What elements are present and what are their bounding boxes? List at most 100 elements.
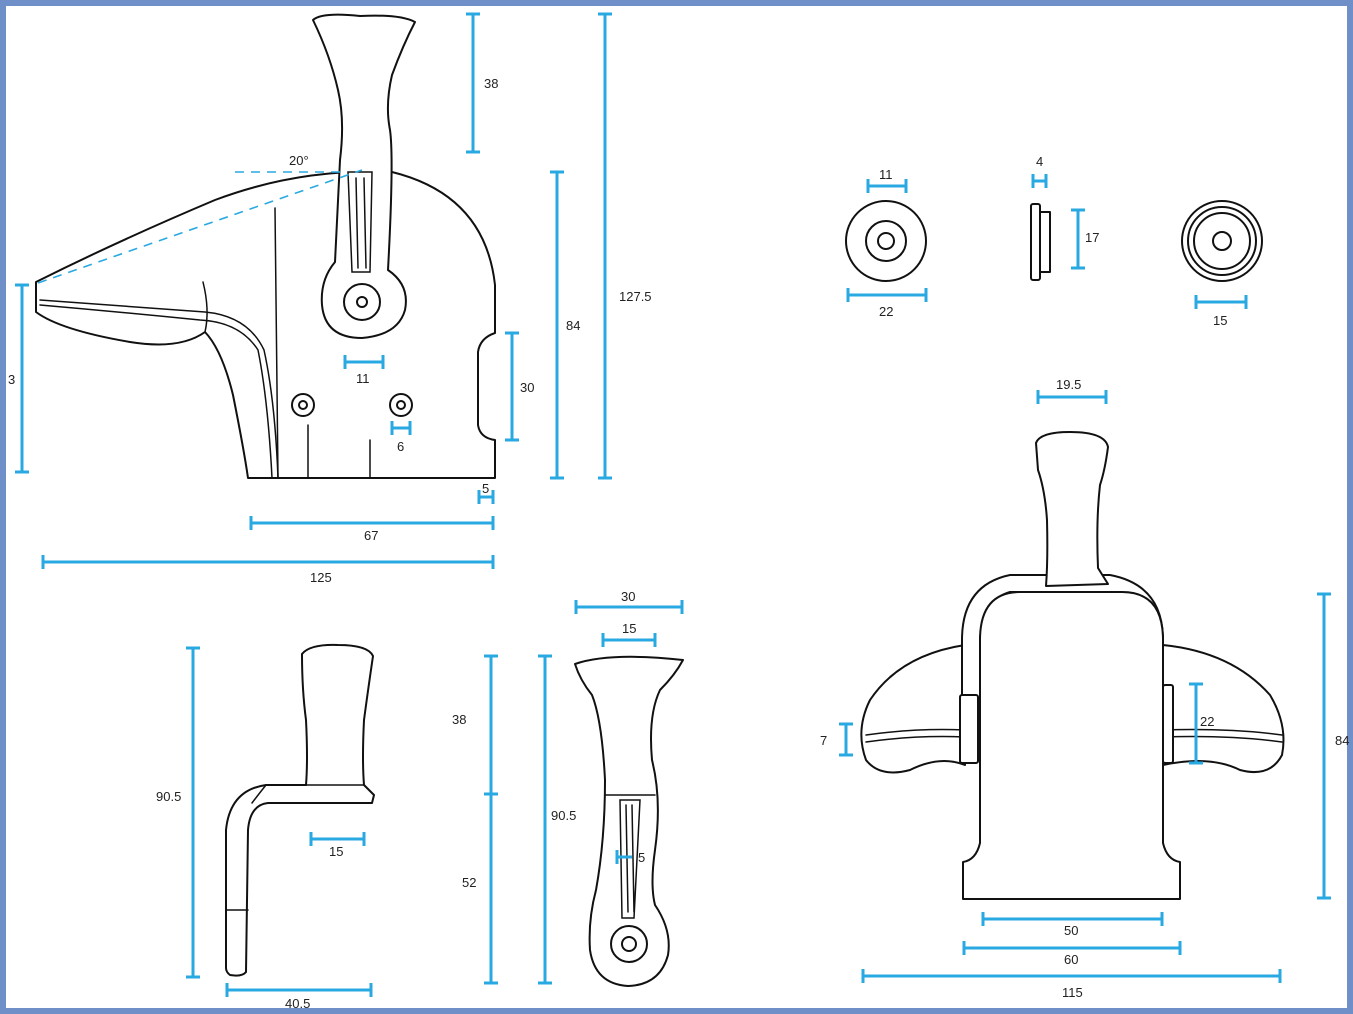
label-wing-thickness: 7 — [820, 733, 827, 748]
cap-hole — [1212, 231, 1232, 251]
label-inner-base: 50 — [1064, 923, 1078, 938]
front-wing-left — [860, 644, 966, 774]
dim-lever-slot-width — [615, 850, 632, 864]
dim-lever-neck-width — [601, 633, 657, 647]
dim-front-total-height — [1317, 592, 1331, 900]
dim-lever-reach — [225, 983, 373, 997]
housing-outline — [35, 170, 496, 479]
small-parts-view: 11 22 4 17 15 — [845, 154, 1263, 328]
lever-front-outline — [574, 655, 684, 987]
label-lever-height-side: 90.5 — [156, 789, 181, 804]
housing-inner-edge-2 — [39, 299, 279, 479]
label-lever-total-height: 90.5 — [551, 808, 576, 823]
lever-front-view: 30 15 38 52 90.5 5 — [452, 589, 684, 987]
spacer-plate — [1030, 203, 1041, 281]
label-front-total-width: 115 — [1062, 985, 1083, 1000]
dim-recess-height — [505, 331, 519, 442]
label-front-total-height: 84 — [1335, 733, 1349, 748]
housing-fold — [202, 281, 208, 333]
label-front-height: 3 — [8, 372, 15, 387]
housing-section-line — [274, 207, 279, 479]
spacer-boss — [1039, 211, 1051, 273]
front-body — [962, 591, 1181, 900]
label-cap-width: 15 — [1213, 313, 1227, 328]
label-side-height: 22 — [1200, 714, 1214, 729]
label-lever-slot-width: 5 — [638, 850, 645, 865]
lever-slot — [347, 171, 373, 273]
dim-handle-width — [1036, 390, 1108, 404]
label-hole-width: 6 — [397, 439, 404, 454]
dim-lever-height — [466, 12, 480, 154]
dim-outer-base — [962, 941, 1182, 955]
label-lever-reach: 40.5 — [285, 996, 310, 1011]
label-base-step: 5 — [482, 481, 489, 496]
wing-left-edge-2 — [865, 735, 966, 743]
lever-side-view: 90.5 15 40.5 — [156, 643, 375, 1011]
pivot-hole — [356, 296, 368, 308]
dim-pivot-width — [343, 355, 385, 369]
lever-bend-line — [251, 784, 267, 804]
dim-hole-width — [390, 421, 412, 435]
side-view: 38 127.5 84 30 20° 3 11 6 5 67 125 — [8, 12, 652, 585]
wing-right-edge-2 — [1162, 735, 1283, 743]
front-side-plate-right — [1162, 684, 1174, 764]
bent-lever-outline — [225, 643, 375, 977]
label-pivot-width: 11 — [356, 371, 370, 386]
mount-hole-left-inner — [298, 400, 308, 410]
label-total-length: 125 — [310, 570, 332, 585]
dim-front-height — [15, 283, 29, 474]
lever-front-pivot-hole — [621, 936, 637, 952]
label-washer-outer: 22 — [879, 304, 893, 319]
label-base-width: 67 — [364, 528, 378, 543]
dim-total-length — [41, 555, 495, 569]
dim-washer-inner — [866, 179, 908, 193]
dim-side-height — [1189, 682, 1203, 765]
label-lever-height: 38 — [484, 76, 498, 91]
wing-right-edge — [1162, 728, 1283, 736]
side-lever — [312, 13, 416, 339]
label-lever-top-width: 30 — [621, 589, 635, 604]
dim-front-total-width — [861, 969, 1282, 983]
front-view: 19.5 7 22 84 50 60 115 — [820, 377, 1349, 1000]
label-handle-width: 19.5 — [1056, 377, 1081, 392]
dim-inner-base — [981, 912, 1164, 926]
dim-wing-thickness — [839, 722, 853, 757]
label-lever-lower-height: 52 — [462, 875, 476, 890]
label-total-height: 127.5 — [619, 289, 652, 304]
label-recess-height: 30 — [520, 380, 534, 395]
label-spacer-thickness: 4 — [1036, 154, 1043, 169]
label-lever-neck-width: 15 — [622, 621, 636, 636]
lever-slot-inner — [355, 177, 367, 269]
dim-lever-arm-width — [309, 832, 366, 846]
label-body-height: 84 — [566, 318, 580, 333]
front-wing-right — [1162, 644, 1285, 774]
dim-total-height — [598, 12, 612, 480]
dim-lever-total-height — [538, 654, 552, 985]
dim-lever-section-heights — [484, 654, 498, 985]
label-spacer-height: 17 — [1085, 230, 1099, 245]
dim-base-step — [477, 490, 495, 504]
label-lever-upper-height: 38 — [452, 712, 466, 727]
front-handle — [1035, 431, 1109, 587]
mount-hole-right-inner — [396, 400, 406, 410]
wing-left-edge — [865, 728, 966, 736]
label-outer-base: 60 — [1064, 952, 1078, 967]
front-side-plate-left — [959, 694, 979, 764]
label-lever-arm-width: 15 — [329, 844, 343, 859]
dim-cap-width — [1194, 295, 1248, 309]
dim-body-height — [550, 170, 564, 480]
dim-lever-top-width — [574, 600, 684, 614]
washer-hole — [877, 232, 895, 250]
dim-spacer-thickness — [1031, 174, 1048, 188]
dim-base-width — [249, 516, 495, 530]
label-washer-inner: 11 — [879, 167, 893, 182]
label-angle: 20° — [289, 153, 309, 168]
dim-washer-outer — [846, 288, 928, 302]
dim-lever-height-side — [186, 646, 200, 979]
dim-spacer-height — [1071, 208, 1085, 270]
housing-inner-edge — [39, 304, 273, 479]
lever-front-slot — [619, 799, 641, 919]
